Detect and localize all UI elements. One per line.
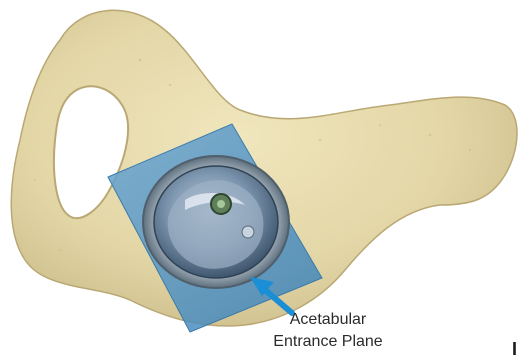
callout-label: Acetabular Entrance Plane bbox=[248, 309, 408, 353]
callout-label-line-2: Entrance Plane bbox=[248, 331, 408, 353]
cup-feature bbox=[242, 226, 254, 238]
screw-hole-center bbox=[217, 200, 225, 208]
edge-text-fragment: I bbox=[512, 339, 517, 359]
callout-label-line-1: Acetabular bbox=[248, 309, 408, 331]
